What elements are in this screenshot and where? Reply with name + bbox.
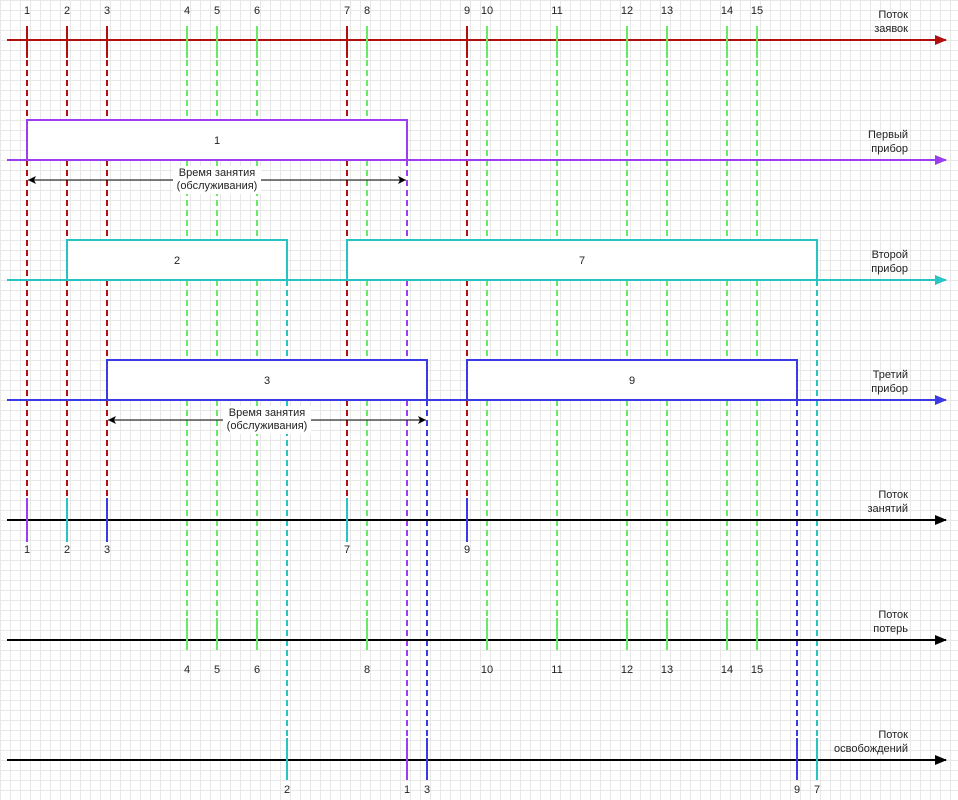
request-number-15: 15 <box>751 5 763 17</box>
request-number-2: 2 <box>64 5 70 17</box>
loss-number-13: 13 <box>661 664 673 676</box>
request-number-6: 6 <box>254 5 260 17</box>
service-time-label: Время занятия <box>229 407 306 419</box>
release-number-9: 9 <box>794 784 800 796</box>
occupied-number-9: 9 <box>464 544 470 556</box>
axis-label-occupied: Поток <box>878 489 908 501</box>
axis-label-losses: потерь <box>873 623 908 635</box>
axis-label-device2: прибор <box>871 263 908 275</box>
axis-label-device1: прибор <box>871 143 908 155</box>
axis-label-occupied: занятий <box>867 503 908 515</box>
request-number-13: 13 <box>661 5 673 17</box>
axis-label-releases: Поток <box>878 729 908 741</box>
service-time-label: Время занятия <box>179 167 256 179</box>
release-number-1: 1 <box>404 784 410 796</box>
request-number-8: 8 <box>364 5 370 17</box>
service-box-label-9: 9 <box>629 375 635 387</box>
axis-label-device1: Первый <box>868 129 908 141</box>
service-box-7 <box>346 239 818 281</box>
service-box-1 <box>26 119 408 161</box>
occupied-number-7: 7 <box>344 544 350 556</box>
loss-number-12: 12 <box>621 664 633 676</box>
service-box-label-7: 7 <box>579 255 585 267</box>
request-number-12: 12 <box>621 5 633 17</box>
service-time-label: (обслуживания) <box>177 180 258 192</box>
request-number-14: 14 <box>721 5 733 17</box>
release-number-3: 3 <box>424 784 430 796</box>
loss-number-4: 4 <box>184 664 190 676</box>
axis-label-device3: Третий <box>873 369 908 381</box>
loss-number-8: 8 <box>364 664 370 676</box>
service-box-label-3: 3 <box>264 375 270 387</box>
service-box-9 <box>466 359 798 401</box>
service-box-label-1: 1 <box>214 135 220 147</box>
loss-number-14: 14 <box>721 664 733 676</box>
axis-label-releases: освобождений <box>834 743 908 755</box>
axis-label-losses: Поток <box>878 609 908 621</box>
loss-number-11: 11 <box>551 664 562 676</box>
service-box-3 <box>106 359 428 401</box>
loss-number-6: 6 <box>254 664 260 676</box>
service-box-label-2: 2 <box>174 255 180 267</box>
request-number-3: 3 <box>104 5 110 17</box>
axis-label-device2: Второй <box>872 249 908 261</box>
service-box-2 <box>66 239 288 281</box>
request-number-10: 10 <box>481 5 493 17</box>
axis-label-device3: прибор <box>871 383 908 395</box>
service-time-label: (обслуживания) <box>227 420 308 432</box>
occupied-number-2: 2 <box>64 544 70 556</box>
release-number-7: 7 <box>814 784 820 796</box>
service-time-label-bg <box>173 166 261 194</box>
loss-number-10: 10 <box>481 664 493 676</box>
request-number-1: 1 <box>24 5 30 17</box>
loss-number-5: 5 <box>214 664 220 676</box>
axis-label-requests: заявок <box>874 23 908 35</box>
occupied-number-3: 3 <box>104 544 110 556</box>
occupied-number-1: 1 <box>24 544 30 556</box>
request-number-4: 4 <box>184 5 190 17</box>
request-number-9: 9 <box>464 5 470 17</box>
request-number-5: 5 <box>214 5 220 17</box>
request-number-7: 7 <box>344 5 350 17</box>
loss-number-15: 15 <box>751 664 763 676</box>
service-time-label-bg <box>223 406 311 434</box>
axis-label-requests: Поток <box>878 9 908 21</box>
release-number-2: 2 <box>284 784 290 796</box>
request-number-11: 11 <box>551 5 562 17</box>
